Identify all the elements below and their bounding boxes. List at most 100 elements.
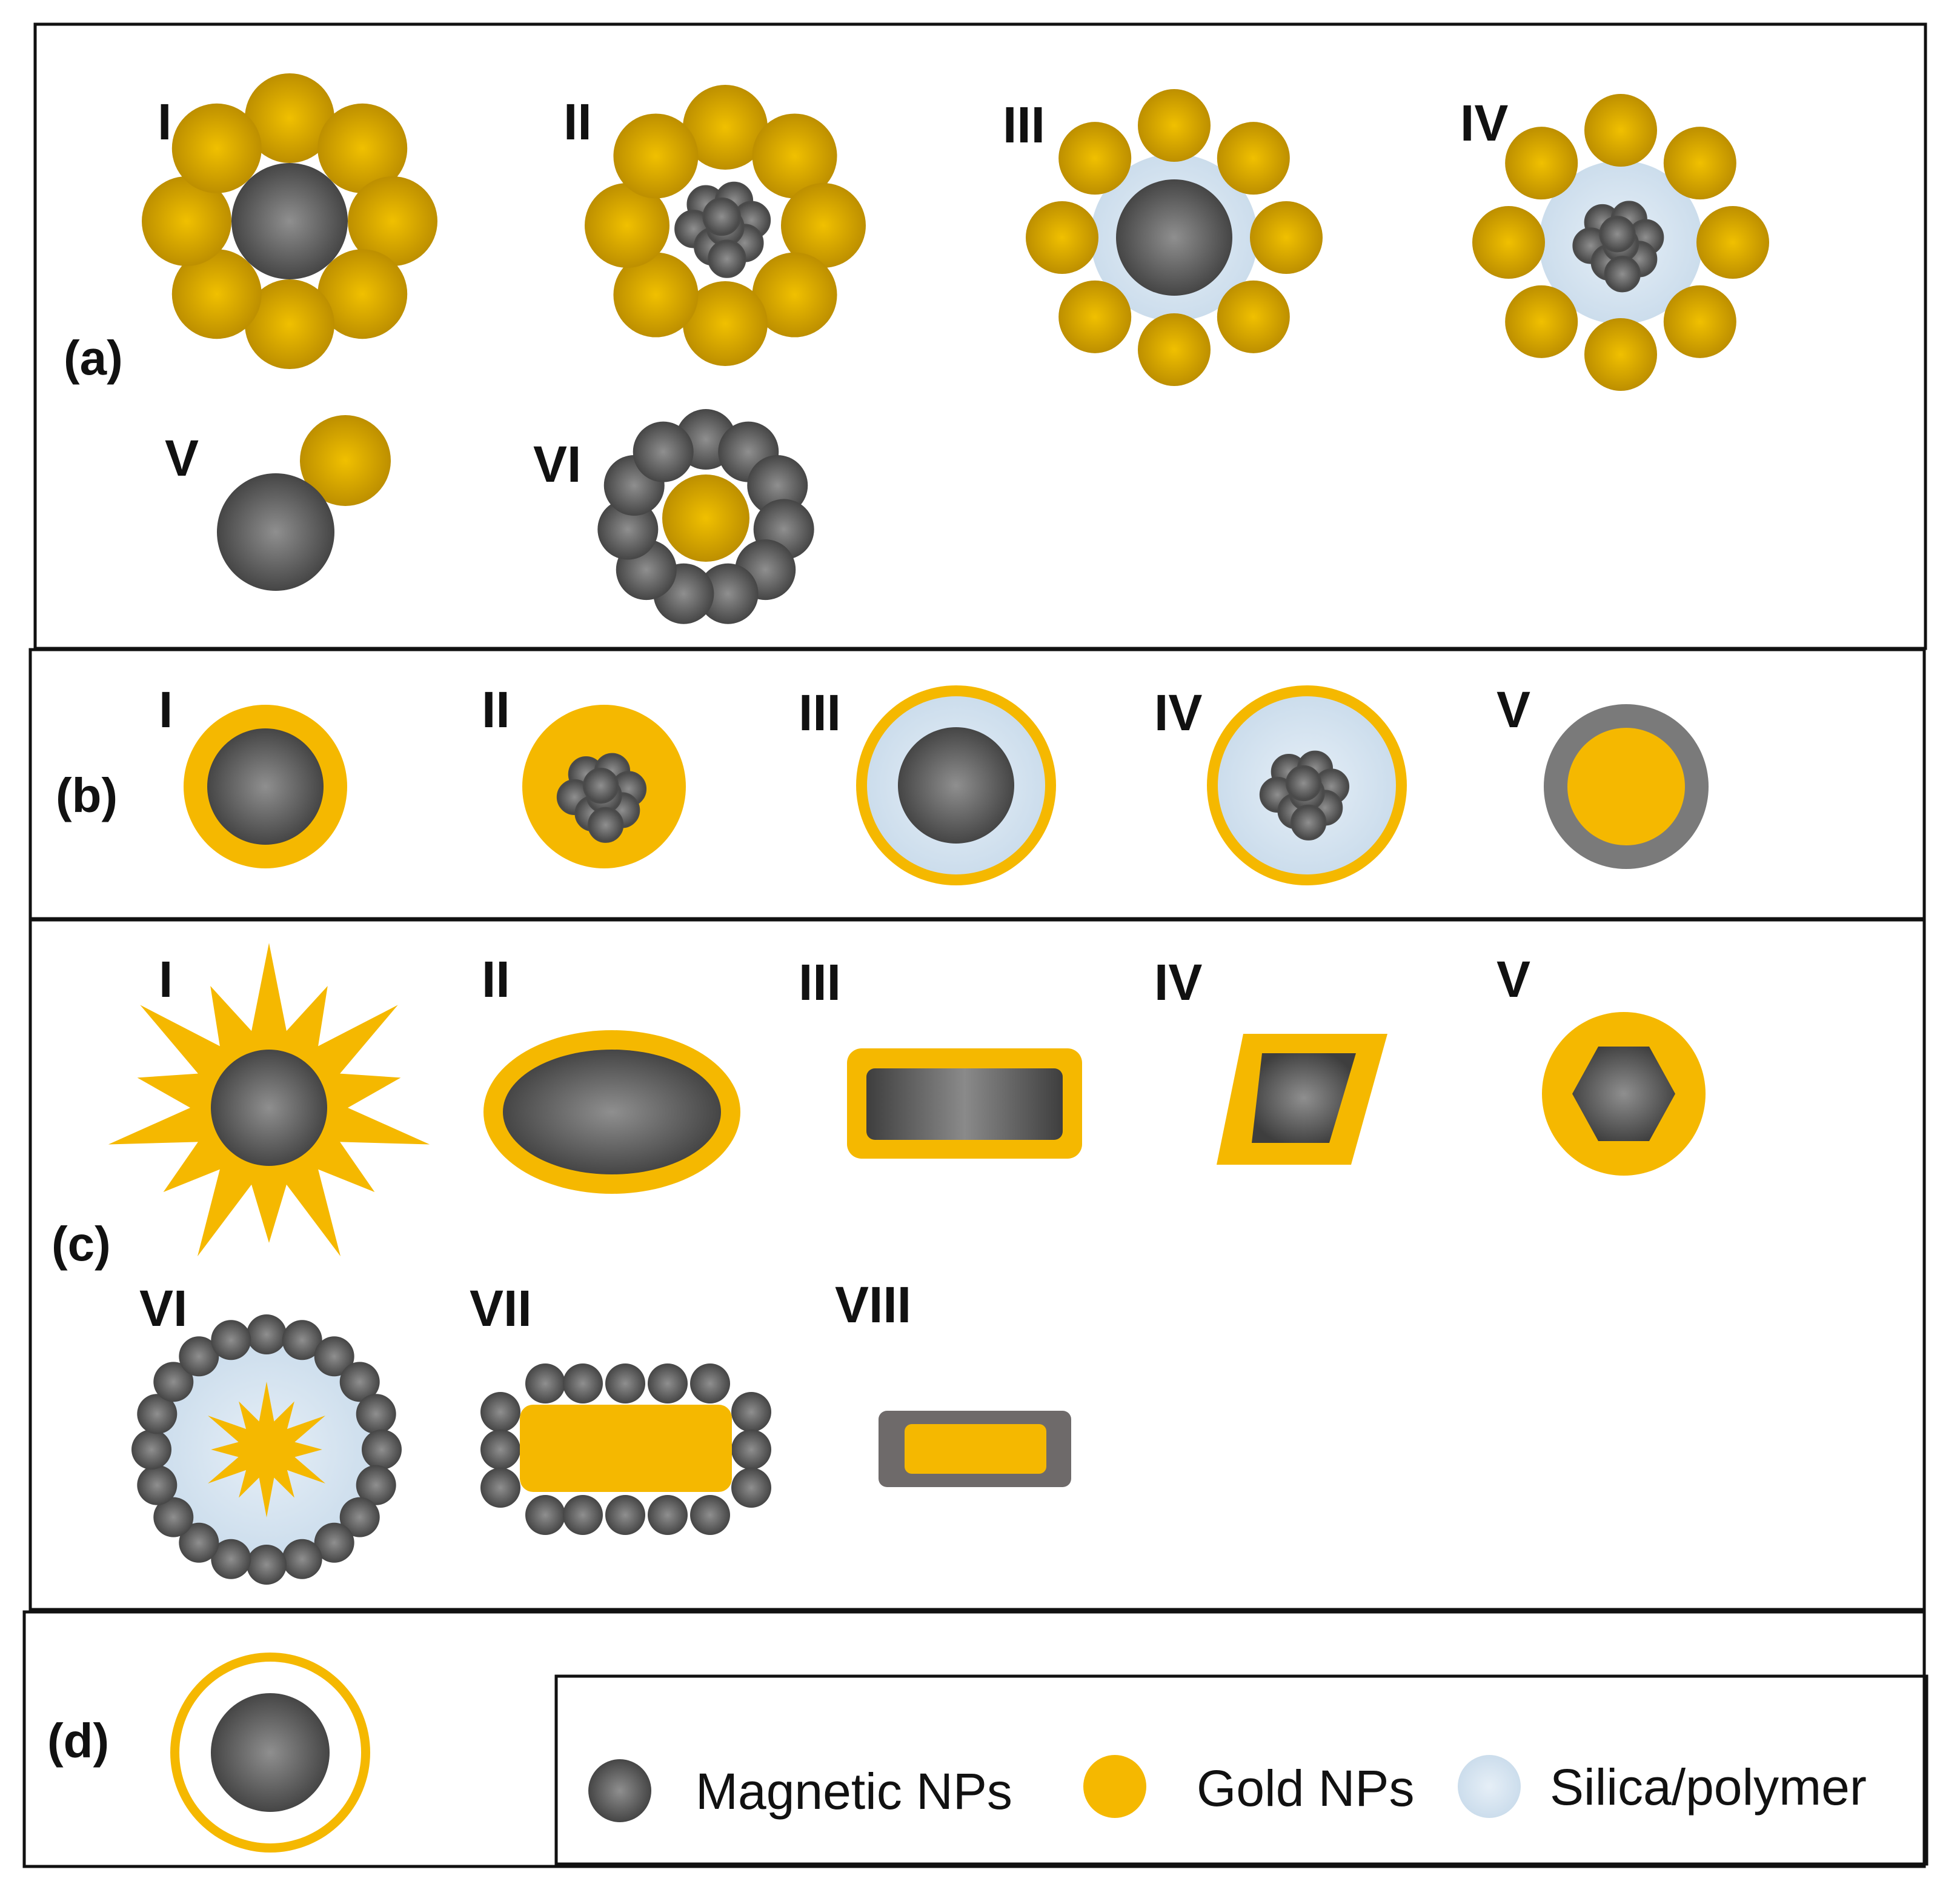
magnetic-core (1116, 179, 1232, 296)
gold-np (348, 176, 437, 266)
magnetic-np (339, 1497, 380, 1537)
gold-np (1505, 127, 1578, 200)
panel-c-item-8-label: VIII (835, 1276, 911, 1333)
gold-core (662, 474, 749, 562)
magnetic-np (282, 1320, 322, 1360)
panel-a-item-1-particle (142, 73, 437, 369)
legend-gold-label: Gold NPs (1197, 1760, 1414, 1817)
magnetic-cluster-np (583, 767, 619, 804)
panel-c-item-3-label: III (799, 954, 841, 1011)
magnetic-np (525, 1495, 565, 1535)
magnetic-np (131, 1430, 171, 1470)
panel-d-label: (d) (47, 1714, 109, 1768)
legend-magnetic-label: Magnetic NPs (696, 1763, 1012, 1820)
magnetic-np (339, 1362, 380, 1402)
panel-c-label: (c) (51, 1217, 111, 1271)
panel-b-item-3-particle (856, 685, 1056, 885)
gold-np (1696, 206, 1769, 279)
panel-b-item-5-label: V (1497, 681, 1530, 738)
magnetic-np (633, 421, 694, 482)
gold-np (1138, 89, 1211, 162)
gold-np (300, 415, 391, 506)
gold-np (683, 85, 768, 170)
magnetic-np (211, 1539, 251, 1579)
magnetic-np (697, 563, 759, 624)
gold-np (683, 281, 768, 366)
magnetic-np (605, 1495, 645, 1535)
gold-np (1584, 318, 1657, 391)
panel-c-item-2-label: II (482, 951, 510, 1008)
panel-b-item-1-particle (184, 705, 347, 868)
magnetic-np (356, 1465, 396, 1505)
magnetic-cluster-np (1286, 765, 1322, 802)
panel-c-item-4-label: IV (1154, 954, 1202, 1011)
panel-a-item-6-particle (597, 409, 814, 624)
legend-gold-swatch (1083, 1755, 1146, 1818)
panel-d-frame (22, 1610, 1926, 1868)
magnetic-np (153, 1497, 194, 1537)
gold-np (1217, 122, 1290, 195)
magnetic-np (211, 1320, 251, 1360)
panel-a-item-4-particle (1472, 94, 1769, 391)
gold-np (1058, 122, 1132, 195)
magnetic-np (179, 1522, 219, 1563)
magnetic-np (648, 1363, 688, 1403)
panel-c-item-2-particle (483, 1030, 740, 1194)
gold-np (1138, 313, 1211, 386)
magnetic-np (314, 1522, 354, 1563)
magnetic-core (231, 163, 348, 279)
panel-c-item-5-label: V (1497, 951, 1530, 1008)
panel-a-item-2-particle (585, 85, 866, 366)
panel-a-item-4-label: IV (1460, 95, 1508, 151)
panel-c-item-1-label: I (159, 951, 173, 1008)
panel-c-item-7-label: VII (470, 1280, 532, 1337)
gold-np (585, 183, 669, 268)
panel-b-item-3-label: III (799, 684, 841, 741)
panel-c-item-6-particle (131, 1314, 402, 1585)
gold-np (1472, 206, 1545, 279)
gold-np (1663, 285, 1736, 358)
panel-c-item-3-particle (847, 1048, 1082, 1159)
magnetic-core (211, 1050, 327, 1166)
gold-np (1217, 280, 1290, 353)
magnetic-core (898, 727, 1014, 844)
gold-core (1567, 728, 1685, 845)
panel-b-item-2-particle (522, 705, 686, 868)
gold-np (142, 176, 231, 266)
panel-c-item-5-particle (1542, 1012, 1706, 1176)
gold-np (1250, 201, 1323, 274)
magnetic-np (690, 1363, 730, 1403)
legend-magnetic-swatch (588, 1759, 651, 1822)
gold-core (905, 1424, 1046, 1474)
panel-c-item-7-particle (480, 1363, 771, 1535)
magnetic-np (179, 1336, 219, 1377)
panel-a-item-5-label: V (165, 430, 199, 487)
magnetic-np (314, 1336, 354, 1377)
magnetic-np (731, 1430, 771, 1470)
gold-np (752, 113, 837, 199)
magnetic-cluster-np (708, 239, 746, 278)
panel-b-item-1-label: I (159, 681, 173, 738)
legend-silica-swatch (1458, 1755, 1521, 1818)
gold-np (752, 252, 837, 338)
magnetic-np (525, 1363, 565, 1403)
magnetic-np (153, 1362, 194, 1402)
gold-np (317, 103, 408, 193)
panel-a-item-5-particle (217, 415, 391, 591)
magnetic-np (356, 1394, 396, 1434)
panel-c-frame (28, 918, 1926, 1611)
panel-c-item-6-label: VI (139, 1280, 187, 1337)
magnetic-core (866, 1068, 1063, 1140)
magnetic-np (247, 1314, 287, 1354)
panel-b-item-4-particle (1207, 685, 1407, 885)
panel-a-item-2-label: II (563, 93, 592, 150)
gold-np (1505, 285, 1578, 358)
panel-a-item-3-particle (1026, 89, 1323, 386)
magnetic-np (480, 1468, 520, 1508)
magnetic-core (503, 1050, 721, 1174)
magnetic-np (648, 1495, 688, 1535)
magnetic-core (207, 728, 324, 845)
magnetic-np (731, 1468, 771, 1508)
panel-a-item-6-label: VI (533, 436, 581, 493)
